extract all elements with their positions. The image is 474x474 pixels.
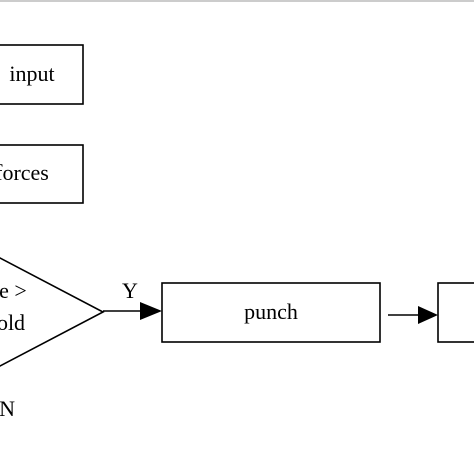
- next-node: [437, 282, 474, 343]
- next-box: [437, 282, 474, 343]
- forces-label: forces: [0, 160, 49, 185]
- input-box: [0, 44, 84, 105]
- input-node: input: [0, 44, 84, 105]
- punch-to-next-edge: [388, 306, 438, 324]
- no-edge-label: N: [0, 396, 15, 421]
- punch-node: punch: [161, 282, 381, 343]
- punch-to-next-arrowhead: [418, 306, 438, 324]
- punch-label: punch: [244, 299, 298, 324]
- yes-edge: Y: [103, 278, 162, 320]
- yes-edge-arrowhead: [140, 302, 162, 320]
- decision-diamond: [0, 257, 105, 367]
- decision-label-line2: old: [0, 310, 25, 335]
- yes-edge-label: Y: [122, 278, 138, 303]
- forces-box: [0, 144, 84, 204]
- input-label: input: [9, 61, 54, 86]
- forces-node: forces: [0, 144, 84, 204]
- decision-node: e > old: [0, 257, 105, 367]
- decision-label-line1: e >: [0, 278, 27, 303]
- punch-box: [161, 282, 381, 343]
